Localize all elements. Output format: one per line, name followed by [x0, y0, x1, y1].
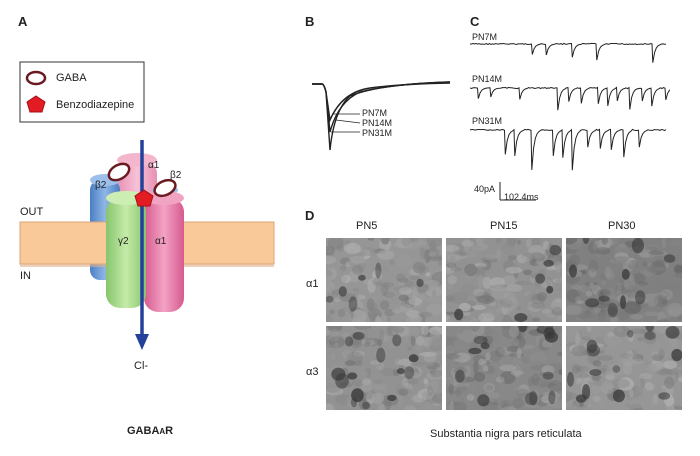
- micrograph-r1-c3: [566, 238, 682, 322]
- subunit-gamma2: [106, 198, 146, 308]
- panel-letter-c: C: [470, 14, 480, 29]
- subunit-label-beta2-left: β2: [95, 180, 107, 191]
- micrograph-r2-c3: [566, 326, 682, 410]
- micrograph-r2-c1: [326, 326, 442, 410]
- current-overlay-plot: [312, 81, 451, 151]
- trace-label-pn31m: PN31M: [472, 116, 503, 126]
- chloride-ion-label: Cl-: [134, 360, 149, 372]
- column-label-pn5: PN5: [356, 220, 378, 232]
- legend-gaba-label: GABA: [56, 72, 87, 84]
- receptor-diagram: [19, 61, 275, 350]
- region-caption: Substantia nigra pars reticulata: [430, 428, 582, 440]
- benzodiazepine-molecule: [134, 189, 154, 207]
- subunit-label-beta2-right: β2: [170, 170, 182, 181]
- column-label-pn15: PN15: [490, 220, 518, 232]
- arrow-head-icon: [135, 334, 149, 350]
- subunit-label-alpha1-top: α1: [148, 160, 160, 171]
- row-label-alpha1: α1: [306, 278, 319, 290]
- trace-label-pn7m: PN7M: [472, 32, 498, 42]
- panel-letter-a: A: [18, 14, 28, 29]
- trace-c-pn7m: [470, 42, 667, 63]
- trace-c-pn31m: [470, 128, 667, 171]
- panel-letter-d: D: [305, 208, 315, 223]
- spontaneous-current-traces: [470, 42, 670, 201]
- legend-pn7m: PN7M: [362, 108, 388, 118]
- scale-x-label: 102.4ms: [504, 192, 539, 202]
- subunit-gamma2-top: [106, 191, 146, 205]
- subunit-label-gamma2: γ2: [118, 236, 129, 247]
- benzodiazepine-icon: [26, 95, 46, 113]
- panel-letter-b: B: [305, 14, 315, 29]
- legend-pn31m: PN31M: [362, 128, 393, 138]
- scale-y-label: 40pA: [474, 184, 496, 194]
- micrograph-r1-c2: [446, 238, 562, 322]
- subunit-alpha1-front: [144, 198, 184, 312]
- gaba-molecule-right: [153, 178, 177, 198]
- micrograph-r1-c1: [326, 238, 442, 322]
- subunit-label-alpha1-front: α1: [155, 236, 167, 247]
- gaba-icon: [25, 70, 47, 86]
- in-label: IN: [20, 270, 31, 282]
- trace-label-pn14m: PN14M: [472, 74, 503, 84]
- legend-benzodiazepine-label: Benzodiazepine: [56, 99, 135, 111]
- subunit-alpha1-front-top: [144, 191, 184, 205]
- micrograph-r2-c2: [446, 326, 562, 410]
- legend-pn14m: PN14M: [362, 118, 393, 128]
- gaba-molecule-left: [107, 162, 131, 182]
- column-label-pn30: PN30: [608, 220, 636, 232]
- out-label: OUT: [20, 206, 44, 218]
- row-label-alpha3: α3: [306, 366, 319, 378]
- trace-c-pn14m: [470, 86, 670, 111]
- trace-pn7m: [312, 82, 451, 123]
- gabaar-caption: GABAAR: [127, 425, 174, 437]
